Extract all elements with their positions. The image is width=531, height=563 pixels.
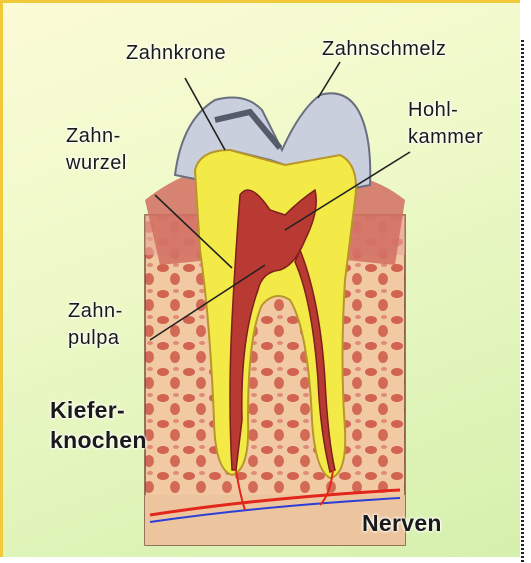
label-zahnkrone: Zahnkrone bbox=[126, 40, 226, 67]
label-zahnschmelz: Zahnschmelz bbox=[322, 36, 446, 63]
label-nerven: Nerven bbox=[362, 508, 442, 538]
label-zahnpulpa: Zahn- pulpa bbox=[68, 298, 123, 352]
label-kieferknochen: Kiefer- knochen bbox=[50, 395, 147, 455]
label-zahnwurzel: Zahn- wurzel bbox=[66, 123, 127, 177]
label-hohlkammer: Hohl- kammer bbox=[408, 97, 483, 151]
